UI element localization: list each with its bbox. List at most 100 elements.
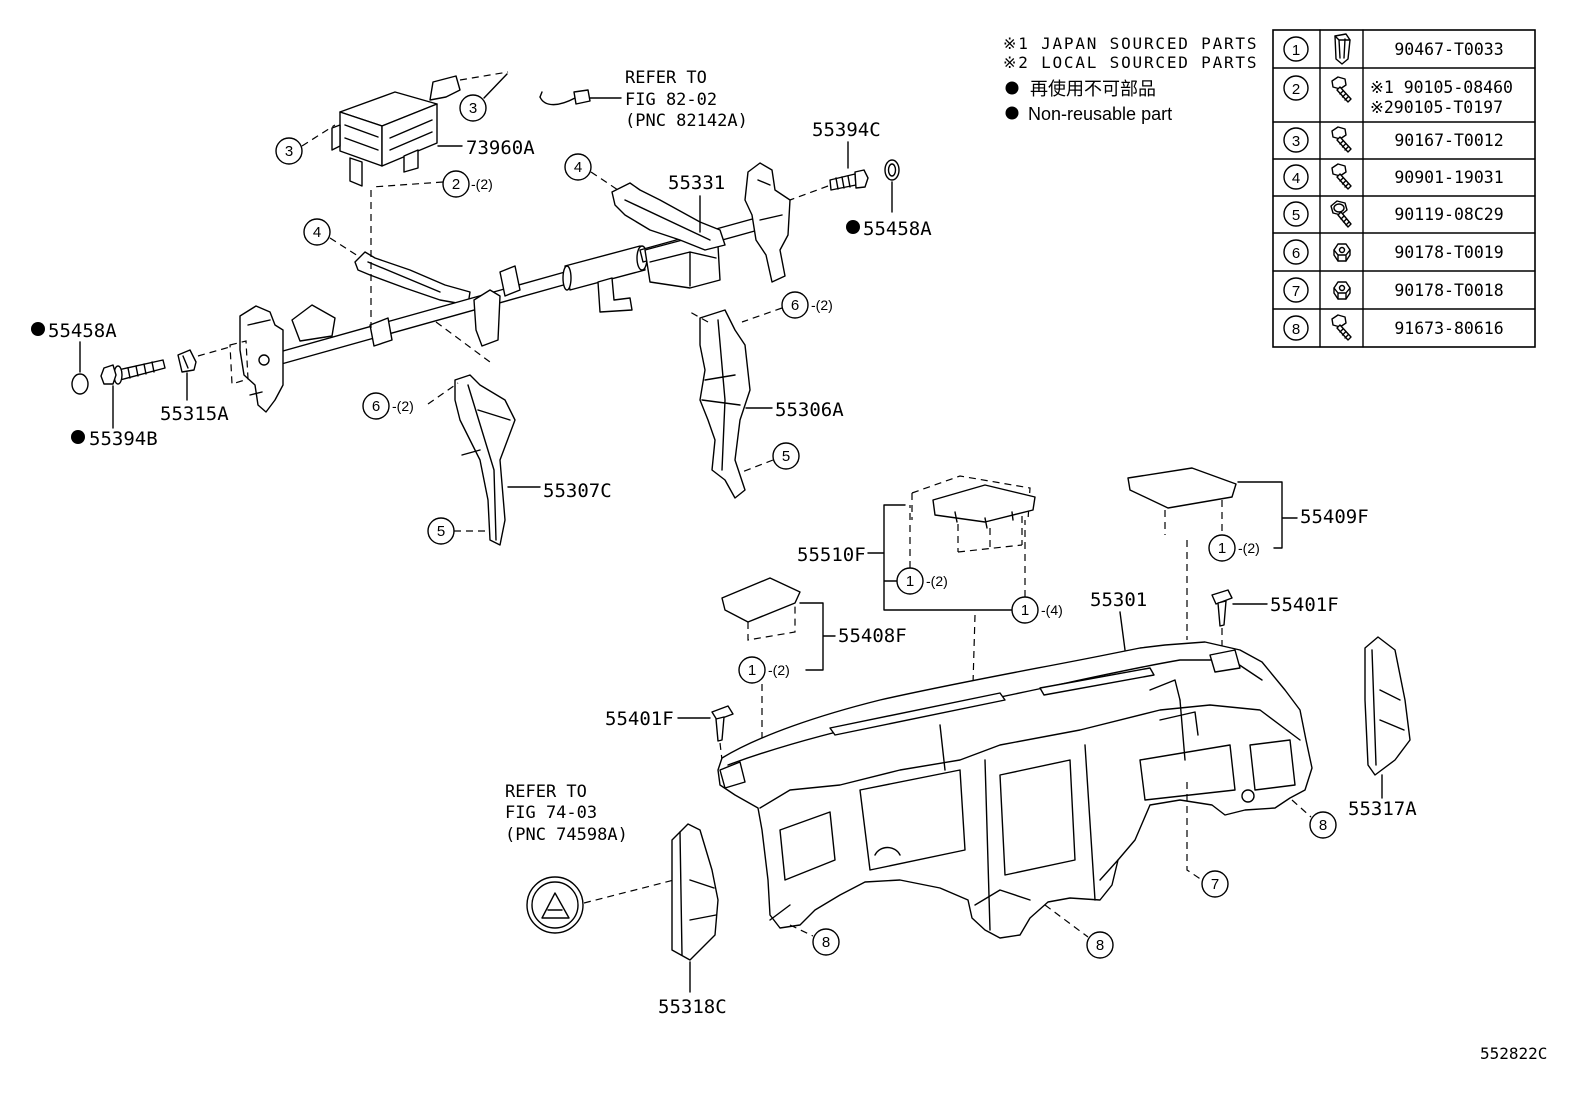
table-row: 3 90167-T0012	[1283, 126, 1504, 153]
clip-right: 55401F	[1211, 589, 1339, 648]
emblem-ref-line1: REFER TO	[505, 782, 587, 802]
nut-icon	[1333, 281, 1351, 300]
callout-number: 8	[822, 934, 830, 951]
callout: 1 -(2)	[1208, 534, 1260, 562]
brace-left: 55307C	[454, 374, 612, 546]
left-hardware: 55458A 55394B 55315A	[31, 320, 249, 450]
callout: 8	[1309, 811, 1337, 839]
callout: 7	[1201, 870, 1229, 898]
right-hardware: 55394C 55458A	[789, 119, 932, 240]
part-label-brace-left: 55307C	[543, 480, 612, 502]
callout-number: 6	[372, 398, 380, 415]
callout: 5	[427, 517, 455, 545]
callout-number: 8	[1096, 937, 1104, 954]
wire-ref-line1: REFER TO	[625, 68, 707, 88]
callout-number: 5	[437, 523, 445, 540]
non-reusable-dot-icon	[31, 322, 45, 336]
part-label-clip-right: 55401F	[1270, 594, 1339, 616]
table-row: 4 90901-19031	[1283, 163, 1504, 190]
table-part-number: 90901-19031	[1394, 168, 1503, 187]
callout-number: 3	[285, 143, 293, 160]
emblem-ref-line3: (PNC 74598A)	[505, 825, 628, 845]
wire-connector: REFER TO FIG 82-02 (PNC 82142A)	[539, 68, 748, 131]
table-part-number: 90178-T0019	[1394, 243, 1503, 262]
callout: 4	[564, 153, 592, 181]
callout: 6 -(2)	[362, 392, 414, 420]
callout: 5	[772, 442, 800, 470]
panel-right: 55409F	[1127, 467, 1369, 640]
table-row: 7 90178-T0018	[1283, 277, 1504, 303]
part-label-reinforcement: 55331	[668, 172, 725, 194]
figure-id: 552822C	[1480, 1044, 1547, 1063]
callout: 1 -(2)	[738, 656, 790, 684]
callout: 8	[1086, 931, 1114, 959]
table-row-number: 1	[1292, 42, 1300, 59]
callout-quantity: -(2)	[1238, 540, 1260, 556]
note-non-reusable-en: Non-reusable part	[1028, 104, 1172, 124]
part-label-cap-right: 55458A	[863, 218, 932, 240]
note-non-reusable-jp: 再使用不可部品	[1030, 79, 1156, 99]
table-part-number: 90167-T0012	[1394, 131, 1503, 150]
callout: 8	[812, 928, 840, 956]
table-row-number: 5	[1292, 207, 1300, 224]
emblem-ref-line2: FIG 74-03	[505, 803, 597, 823]
callout: 1-(2)	[896, 567, 948, 595]
airbag-assembly: 73960A	[331, 75, 535, 187]
nut-icon	[1333, 243, 1351, 262]
dashboard-panel: 55301	[717, 589, 1313, 939]
table-row: 5 90119-08C29	[1283, 200, 1504, 228]
table-part-number: 91673-80616	[1394, 319, 1503, 338]
panel-center: 55510F	[797, 475, 1036, 719]
non-reusable-dot-icon	[71, 430, 85, 444]
callout-number: 3	[469, 100, 477, 117]
emblem-icon	[526, 876, 584, 934]
table-row: 8 91673-80616	[1283, 314, 1504, 341]
table-row-number: 4	[1292, 170, 1300, 187]
part-label-clip-left: 55401F	[605, 708, 674, 730]
callout: 3	[275, 137, 303, 165]
table-row: 6 90178-T0019	[1283, 239, 1504, 265]
part-label-side-panel-left: 55318C	[658, 996, 727, 1018]
callout-number: 5	[782, 448, 790, 465]
table-row-number: 7	[1292, 283, 1300, 300]
callout-number: 8	[1319, 817, 1327, 834]
notes: ※1 JAPAN SOURCED PARTS ※2 LOCAL SOURCED …	[1003, 34, 1258, 124]
side-panel-left: 55318C	[658, 823, 727, 1018]
callout-number: 7	[1211, 876, 1219, 893]
callout: 3	[459, 94, 487, 122]
part-label-panel-left: 55408F	[838, 625, 907, 647]
table-row-number: 8	[1292, 321, 1300, 338]
table-row-number: 2	[1292, 81, 1300, 98]
note-japan-sourced: ※1 JAPAN SOURCED PARTS	[1003, 34, 1258, 53]
part-label-dashboard: 55301	[1090, 589, 1147, 611]
table-part-number-local: ※290105-T0197	[1370, 98, 1503, 117]
callout-quantity: -(2)	[392, 398, 414, 414]
table-row: 1 90467-T0033	[1283, 33, 1504, 65]
callout: 1-(4)	[1011, 596, 1063, 624]
part-label-nut-left: 55315A	[160, 403, 229, 425]
callout-quantity: -(2)	[471, 176, 493, 192]
table-part-number: 90119-08C29	[1394, 205, 1503, 224]
upper-leader-lines	[301, 71, 783, 532]
panel-left: 55408F	[721, 577, 907, 778]
part-label-bolt-right: 55394C	[812, 119, 881, 141]
callout-number: 6	[791, 297, 799, 314]
callouts: 3 3 2-(2) 4 4 6 -(2) 6 -(2) 5 5 1 -(2) 1-(4…	[275, 94, 1337, 959]
table-row-number: 3	[1292, 133, 1300, 150]
part-label-panel-right: 55409F	[1300, 506, 1369, 528]
part-label-cap-left: 55458A	[48, 320, 117, 342]
part-label-brace-right: 55306A	[775, 399, 844, 421]
brace-right: 55306A	[699, 309, 844, 499]
emblem: REFER TO FIG 74-03 (PNC 74598A)	[505, 782, 675, 934]
table-row: 2 ※1 90105-08460 ※290105-T0197	[1283, 75, 1513, 117]
callout-number: 1	[748, 662, 756, 679]
note-local-sourced: ※2 LOCAL SOURCED PARTS	[1003, 53, 1258, 72]
table-part-number: 90467-T0033	[1394, 40, 1503, 59]
part-label-airbag: 73960A	[466, 137, 535, 159]
callout-number: 1	[1218, 540, 1226, 557]
part-label-panel-center: 55510F	[797, 544, 866, 566]
table-part-number: 90178-T0018	[1394, 281, 1503, 300]
callout: 2-(2)	[442, 170, 493, 198]
callout-quantity: -(2)	[768, 662, 790, 678]
